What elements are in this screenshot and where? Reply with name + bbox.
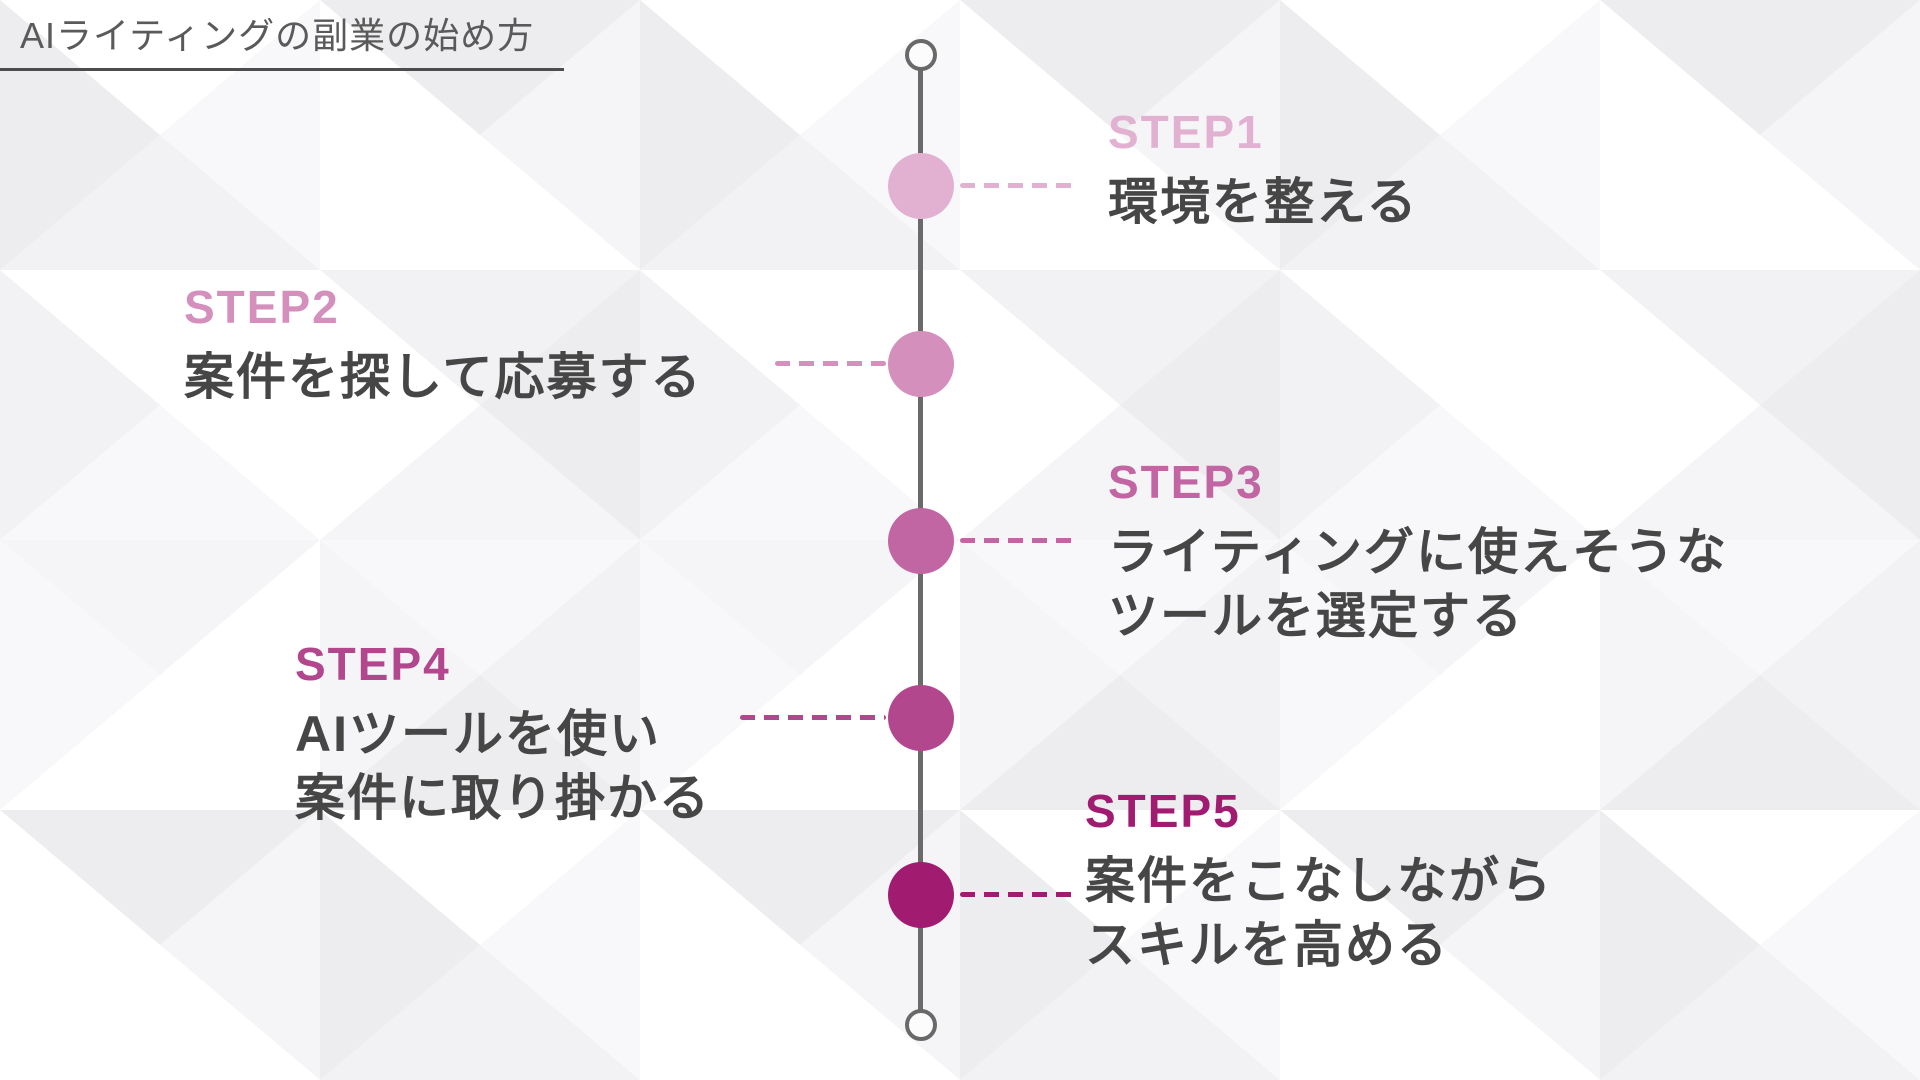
timeline-line bbox=[918, 70, 923, 1010]
timeline-start-ring-icon bbox=[905, 39, 937, 71]
page-title-underline: AIライティングの副業の始め方 bbox=[0, 14, 565, 71]
timeline-end-ring-icon bbox=[905, 1009, 937, 1041]
page-title: AIライティングの副業の始め方 bbox=[20, 15, 535, 56]
